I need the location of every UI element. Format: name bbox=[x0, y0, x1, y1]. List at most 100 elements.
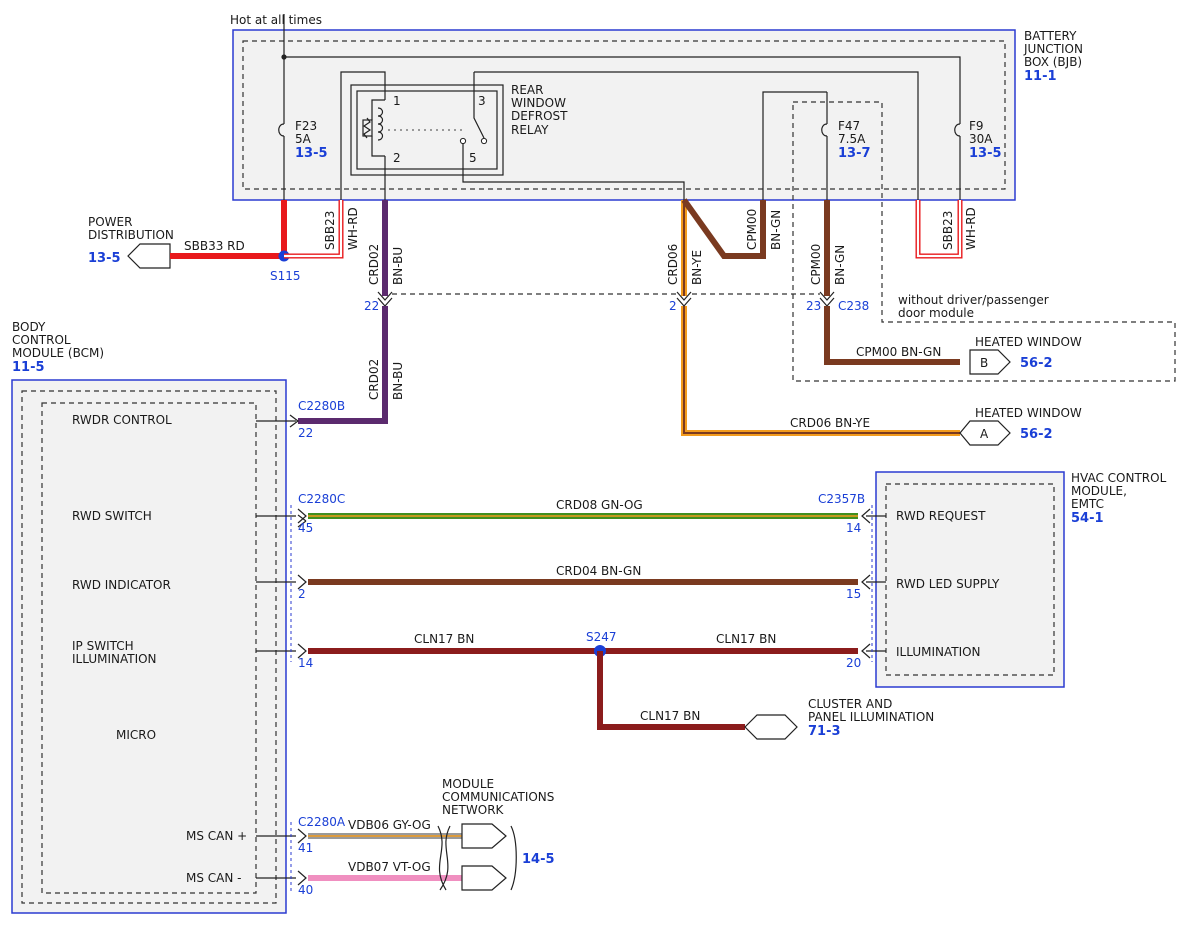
relay-coil-loops bbox=[377, 107, 384, 141]
heated-window-b-connector-icon[interactable] bbox=[969, 349, 1011, 375]
relay-contact bbox=[480, 137, 488, 145]
vdb06-wire-label: VDB06 GY-OG bbox=[348, 818, 431, 832]
cpm00-b-label: CPM00 bbox=[809, 244, 823, 285]
hvac-ref[interactable]: 54-1 bbox=[1071, 511, 1104, 526]
heated-window-a-connector-icon[interactable] bbox=[959, 420, 1011, 446]
c2357b-label[interactable]: C2357B bbox=[818, 492, 865, 506]
relay-contact bbox=[459, 137, 467, 145]
cpm00-lower-wire[interactable] bbox=[824, 306, 960, 365]
f47-ref[interactable]: 13-7 bbox=[838, 146, 871, 161]
sbb23-right-wire-stripe bbox=[916, 200, 962, 258]
relay-outer-box bbox=[350, 84, 504, 176]
c2280c-pin-2: 2 bbox=[298, 587, 306, 601]
network-label: COMMUNICATIONS bbox=[442, 790, 554, 804]
c2280a-label[interactable]: C2280A bbox=[298, 815, 346, 829]
crd02-lower-wire[interactable] bbox=[298, 306, 388, 424]
relay-pin-3: 3 bbox=[478, 94, 486, 108]
bcm-rwd-switch: RWD SWITCH bbox=[72, 509, 152, 523]
f23-ref[interactable]: 13-5 bbox=[295, 146, 328, 161]
crd06-lower-wire[interactable] bbox=[681, 306, 960, 436]
f23-name: F23 bbox=[295, 119, 317, 133]
c2280a-pin-40: 40 bbox=[298, 883, 313, 897]
bcm-pin-arrow-icon bbox=[297, 508, 307, 886]
cpm00-wire-label: CPM00 BN-GN bbox=[856, 345, 941, 359]
relay-label: WINDOW bbox=[511, 96, 566, 110]
network-connector-minus-icon[interactable] bbox=[461, 865, 507, 891]
c2357b-pin-15: 15 bbox=[846, 587, 861, 601]
heated-window-a-title: HEATED WINDOW bbox=[975, 406, 1082, 420]
hvac-illumination: ILLUMINATION bbox=[896, 645, 981, 659]
network-label: MODULE bbox=[442, 777, 494, 791]
bcm-box bbox=[11, 379, 287, 914]
relay-label: DEFROST bbox=[511, 109, 568, 123]
whrd-right-label: WH-RD bbox=[964, 207, 978, 250]
cln17-left-label: CLN17 BN bbox=[414, 632, 474, 646]
crd06-lower-stripe bbox=[683, 306, 960, 434]
hvac-rwd-led-supply: RWD LED SUPPLY bbox=[896, 577, 1000, 591]
network-bracket-icon bbox=[510, 825, 517, 891]
power-distribution-label: POWER bbox=[88, 215, 132, 229]
hvac-pin-arrow-icon bbox=[861, 508, 871, 659]
inline-pin-23: 23 bbox=[806, 299, 821, 313]
relay-label: RELAY bbox=[511, 123, 549, 137]
inline-pin-22: 22 bbox=[364, 299, 379, 313]
bcm-ip-switch: ILLUMINATION bbox=[72, 652, 157, 666]
c2280b-label[interactable]: C2280B bbox=[298, 399, 345, 413]
power-distribution-ref[interactable]: 13-5 bbox=[88, 251, 121, 266]
power-distribution-label: DISTRIBUTION bbox=[88, 228, 174, 242]
relay-pin-5: 5 bbox=[469, 151, 477, 165]
whrd-left-label: WH-RD bbox=[346, 207, 360, 250]
cln17-down-wire[interactable] bbox=[597, 651, 745, 730]
option-note: door module bbox=[898, 306, 974, 320]
network-ref[interactable]: 14-5 bbox=[522, 852, 555, 867]
relay-coil-leads bbox=[371, 99, 385, 157]
c2280b-pin-22: 22 bbox=[298, 426, 313, 440]
hvac-label: MODULE, bbox=[1071, 484, 1127, 498]
network-label: NETWORK bbox=[442, 803, 505, 817]
f9-ref[interactable]: 13-5 bbox=[969, 146, 1002, 161]
crd06-wire-label: CRD06 BN-YE bbox=[790, 416, 870, 430]
f9-fuse-icon bbox=[954, 123, 961, 137]
f23-fuse-icon bbox=[278, 123, 285, 137]
c2357b-pin-20: 20 bbox=[846, 656, 861, 670]
bjb-label: BOX (BJB) bbox=[1024, 55, 1082, 69]
bjb-inner-boundary bbox=[242, 40, 1006, 190]
power-distribution-connector-icon[interactable] bbox=[127, 243, 171, 269]
cln17-down-label: CLN17 BN bbox=[640, 709, 700, 723]
bcm-ip-switch: IP SWITCH bbox=[72, 639, 134, 653]
relay-pin-1: 1 bbox=[393, 94, 401, 108]
bjb-label: JUNCTION bbox=[1023, 42, 1083, 56]
heated-window-b-letter: B bbox=[980, 356, 988, 370]
cluster-ref[interactable]: 71-3 bbox=[808, 724, 841, 739]
heated-window-a-letter: A bbox=[980, 427, 989, 441]
c238-label[interactable]: C238 bbox=[838, 299, 869, 313]
bcm-outer-boundary bbox=[21, 390, 277, 904]
f23-rating: 5A bbox=[295, 132, 312, 146]
bcm-label: CONTROL bbox=[12, 333, 71, 347]
bcm-label: MODULE (BCM) bbox=[12, 346, 104, 360]
network-connector-plus-icon[interactable] bbox=[461, 823, 507, 849]
c2280c-pin-14: 14 bbox=[298, 656, 313, 670]
bngn-b-label: BN-GN bbox=[833, 245, 847, 285]
heated-window-b-ref[interactable]: 56-2 bbox=[1020, 356, 1053, 371]
cln17-right-label: CLN17 BN bbox=[716, 632, 776, 646]
bcm-ref[interactable]: 11-5 bbox=[12, 360, 45, 375]
relay-label: REAR bbox=[511, 83, 543, 97]
hvac-label: EMTC bbox=[1071, 497, 1104, 511]
crd02-lower-label: CRD02 bbox=[367, 359, 381, 400]
bjb-ref[interactable]: 11-1 bbox=[1024, 69, 1057, 84]
f47-name: F47 bbox=[838, 119, 860, 133]
heated-window-a-ref[interactable]: 56-2 bbox=[1020, 427, 1053, 442]
bcm-rwd-indicator: RWD INDICATOR bbox=[72, 578, 171, 592]
cpm00-jumper-wire[interactable] bbox=[681, 198, 766, 259]
vdb07-wire-label: VDB07 VT-OG bbox=[348, 860, 431, 874]
bcm-inner-boundary bbox=[41, 402, 257, 894]
hvac-inner-boundary bbox=[885, 483, 1055, 676]
inline-pin-2: 2 bbox=[669, 299, 677, 313]
c2280c-label[interactable]: C2280C bbox=[298, 492, 345, 506]
relay-coil-icon bbox=[362, 119, 373, 137]
bjb-box bbox=[232, 29, 1016, 201]
bnbu-upper-label: BN-BU bbox=[391, 247, 405, 285]
cluster-connector-icon[interactable] bbox=[744, 714, 798, 740]
